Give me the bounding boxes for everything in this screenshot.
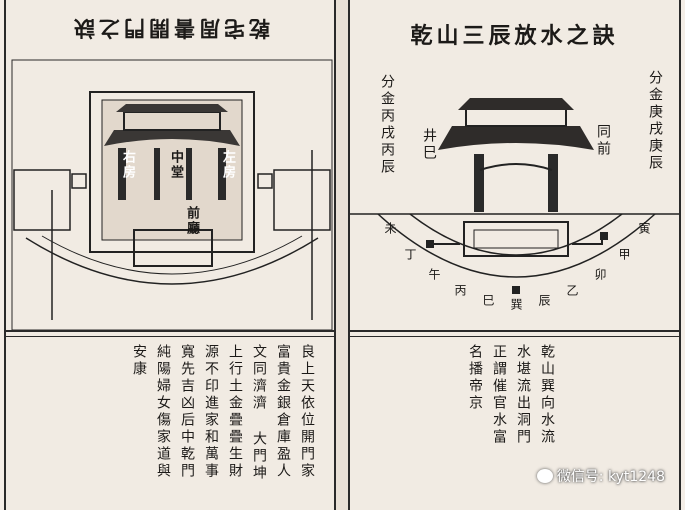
left-house-diagram [11,59,333,331]
right-gate-diagram [350,98,679,294]
left-note: 分金丙戌丙辰 [379,74,395,176]
left-text-col: 良上天依位開門家 [299,344,315,480]
compass-label: 未 [383,222,397,237]
compass-label: 辰 [537,294,551,309]
compass-label: 丙 [453,284,467,299]
compass-label: 寅 [637,222,651,237]
inner-left-note: 井巳 [421,128,437,162]
room-label-right: 右房 [120,150,135,180]
page-gutter [336,0,348,510]
wechat-watermark: 微信号: kyt1248 [536,466,665,486]
right-note: 分金庚戌庚辰 [647,70,663,172]
right-divider-rule [350,330,679,332]
room-label-front: 前廳 [184,206,199,236]
compass-label: 午 [427,268,441,283]
room-label-center: 中堂 [168,150,183,180]
compass-label: 巽 [509,298,523,313]
compass-label: 丁 [403,248,417,263]
left-text-col: 寬先吉凶后中乾門 [179,344,195,480]
left-text-col: 上行土金疊疊生財 [227,344,243,480]
left-text-col: 源不印進家和萬事 [203,344,219,480]
watermark-text: 微信号: kyt1248 [556,469,665,485]
left-text-col: 富貴金銀倉庫盈人 [275,344,291,480]
right-text-col: 正謂催官水富 [491,344,507,446]
compass-label: 巳 [481,294,495,309]
right-divider-rule-thin [350,336,679,337]
left-text-col: 純陽婦女傷家道與 [155,344,171,480]
right-text-col: 乾山巽向水流 [539,344,555,446]
room-label-left: 左房 [220,150,235,180]
compass-label: 乙 [565,284,579,299]
inner-right-note: 同前 [595,124,611,158]
compass-label: 甲 [617,248,631,263]
right-text-col: 水堪流出洞門 [515,344,531,446]
right-text-col: 名播帝京 [467,344,483,412]
right-page: 乾山三辰放水之訣 分金丙戌丙辰 井巳 同前 分金庚戌庚辰 未 丁 午 丙 巳 巽… [348,0,681,510]
left-text-col: 文同濟濟 大門坤 [251,344,267,482]
compass-label: 卯 [593,268,607,283]
left-divider-rule [6,330,334,332]
left-divider-rule-thin [6,336,334,337]
right-page-title: 乾山三辰放水之訣 [410,23,619,49]
left-text-col: 安康 [131,344,147,378]
left-page: 乾宅周書開門之訣 中堂 右房 左房 前廳 良上天依位開門家 富貴金銀倉 [4,0,336,510]
wechat-icon [536,469,553,483]
